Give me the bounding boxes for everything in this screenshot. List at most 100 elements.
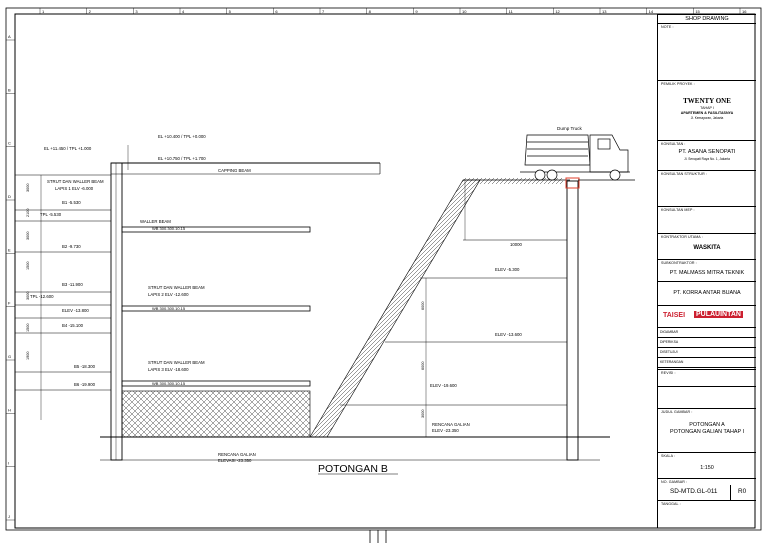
row-mark-label: F (8, 301, 11, 306)
contractor-logo: WASKITA (693, 245, 721, 251)
left-dim-label: 2100 (26, 209, 30, 217)
wb-spec-1: WB 300.300.10.15 (152, 226, 186, 231)
left-level-label: TPL -12.600 (30, 294, 54, 299)
left-dim-label: 3000 (26, 292, 30, 300)
rencana-bottom-1: RENCANA GALIAN (218, 452, 256, 457)
left-wall (110, 162, 123, 461)
project-name: TAHAP I (700, 106, 714, 110)
date-label: TANGGAL : (661, 502, 681, 506)
drawing-no-value: SD-MTD.GL-011 (670, 488, 718, 495)
strut2-line1: STRUT DAN WALLER BEAM (148, 285, 205, 290)
scale-value: 1:150 (700, 465, 714, 471)
drawing-title-label: JUDUL GAMBAR : (661, 410, 693, 414)
rencana-bottom-2: ELEVASI -23.350 (218, 458, 252, 463)
col-mark-label: 9 (415, 9, 418, 14)
right-pile (566, 180, 579, 461)
row-mark-label: B (8, 87, 11, 92)
tb-contractor: KONTRAKTOR UTAMA : WASKITA (658, 233, 756, 259)
dump-truck (520, 134, 630, 181)
tb-sub: SUBKONTRAKTOR : PT. MALMASS MITRA TEKNIK (658, 259, 756, 281)
row-mark-label: C (8, 141, 11, 146)
col-mark-label: 13 (602, 9, 607, 14)
col-mark-label: 2 (89, 9, 92, 14)
wb-spec-2: WB 300.300.10.15 (152, 306, 186, 311)
project-addr: Jl. Kemayoran, Jakarta (690, 116, 724, 120)
strut-beams (121, 226, 311, 387)
col-mark-label: 10 (462, 9, 467, 14)
left-level-label: B2 -9.730 (62, 244, 81, 249)
strut3-line2: LAPIS 3 ELV -18.600 (148, 367, 189, 372)
tb-owner: PEMILIK PROYEK : TWENTY ONE TAHAP I APAR… (658, 80, 756, 140)
right-dim-label: 6000 (421, 302, 425, 310)
el-top-label: EL +10.400 / TPL +0.000 (158, 134, 206, 139)
tb-header: SHOP DRAWING (658, 14, 756, 23)
strut3-line1: STRUT DAN WALLER BEAM (148, 360, 205, 365)
right-level-3: ELEV -19.600 (430, 383, 457, 388)
title-block: SHOP DRAWING NOTE : PEMILIK PROYEK : TWE… (657, 14, 756, 528)
left-level-label: B3 -11.900 (62, 282, 83, 287)
right-level-2: ELEV -13.600 (495, 332, 522, 337)
row-mark-label: H (8, 407, 11, 412)
note-label: NOTE : (661, 25, 674, 29)
left-dim-label: 1500 (26, 262, 30, 270)
tb-drawing-no: NO. GAMBAR : SD-MTD.GL-011 R0 (658, 478, 756, 501)
rencana-right-2: ELEV -23.350 (432, 428, 459, 433)
col-mark-label: 5 (229, 9, 232, 14)
row-mark-label: A (8, 34, 11, 39)
sub-label: SUBKONTRAKTOR : (661, 261, 697, 265)
slope-soil (309, 179, 481, 438)
tb-header-text: SHOP DRAWING (685, 16, 729, 22)
col-mark-label: 14 (649, 9, 654, 14)
revision-value: R0 (738, 488, 747, 495)
left-level-label: B1 -5.530 (62, 200, 81, 205)
approval-row-label: KETERANGAN (660, 360, 684, 364)
right-dim-label: 6000 (421, 362, 425, 370)
col-mark-label: 6 (275, 9, 278, 14)
drawing-title-1: POTONGAN A (689, 422, 725, 428)
taisei-logo: TAISEI (663, 312, 686, 319)
approval-row-label: DIGAMBAR (660, 330, 679, 334)
section-title: POTONGAN B (318, 463, 388, 475)
tb-sub2: PT. KORRA ANTAR BUANA (658, 281, 756, 305)
owner-label: PEMILIK PROYEK : (661, 82, 695, 86)
right-dimension-labels: 6000 6000 3000 (421, 302, 425, 418)
tb-drawing-title: JUDUL GAMBAR : POTONGAN A POTONGAN GALIA… (658, 408, 756, 452)
col-mark-label: 15 (695, 9, 700, 14)
project-sub: APARTEMEN & FASILITASNYA (680, 111, 734, 115)
waller-beam-label: WALLER BEAM (140, 219, 171, 224)
drawing-title-2: POTONGAN GALIAN TAHAP I (670, 429, 744, 435)
el-left-label: EL +11.450 / TPL +1.000 (44, 146, 92, 151)
contractor-label: KONTRAKTOR UTAMA : (661, 235, 703, 239)
left-level-label: TPL -5.530 (40, 212, 62, 217)
consultant-name: PT. ASANA SENOPATI (678, 149, 736, 155)
left-dim-label: 1900 (26, 352, 30, 360)
tb-scale: SKALA : 1:150 (658, 452, 756, 478)
approval-row-label: DISETUJUI (660, 350, 678, 354)
truck-label: Dump Truck (557, 126, 582, 131)
tb-date: TANGGAL : (658, 500, 756, 528)
row-mark-label: J (8, 514, 10, 519)
sheet-border-inner (14, 13, 756, 529)
revision-label: REVISI : (661, 371, 676, 375)
left-dim-label: 1500 (26, 324, 30, 332)
row-mark-label: I (8, 461, 9, 466)
wb-spec-3: WB 300.300.10.15 (152, 381, 186, 386)
tb-struct: KONSULTAN STRUKTUR : (658, 170, 756, 206)
col-mark-label: 11 (509, 9, 514, 14)
tb-blank (658, 386, 756, 408)
left-level-label: B4 -15.100 (62, 323, 84, 328)
row-mark-label: E (8, 247, 11, 252)
right-dim-label: 3000 (421, 410, 425, 418)
tb-consultant: KONSULTAN : PT. ASANA SENOPATI Jl. Senop… (658, 140, 756, 170)
scale-label: SKALA : (661, 454, 676, 458)
col-mark-label: 8 (369, 9, 372, 14)
consultant-addr: Jl. Senopati Raya No. 1, Jakarta (684, 157, 730, 161)
capping-beam-label: CAPPING BEAM (218, 168, 251, 173)
left-level-label: B5 -18.300 (74, 364, 96, 369)
tb-pm: KONSULTAN MEP : (658, 206, 756, 233)
